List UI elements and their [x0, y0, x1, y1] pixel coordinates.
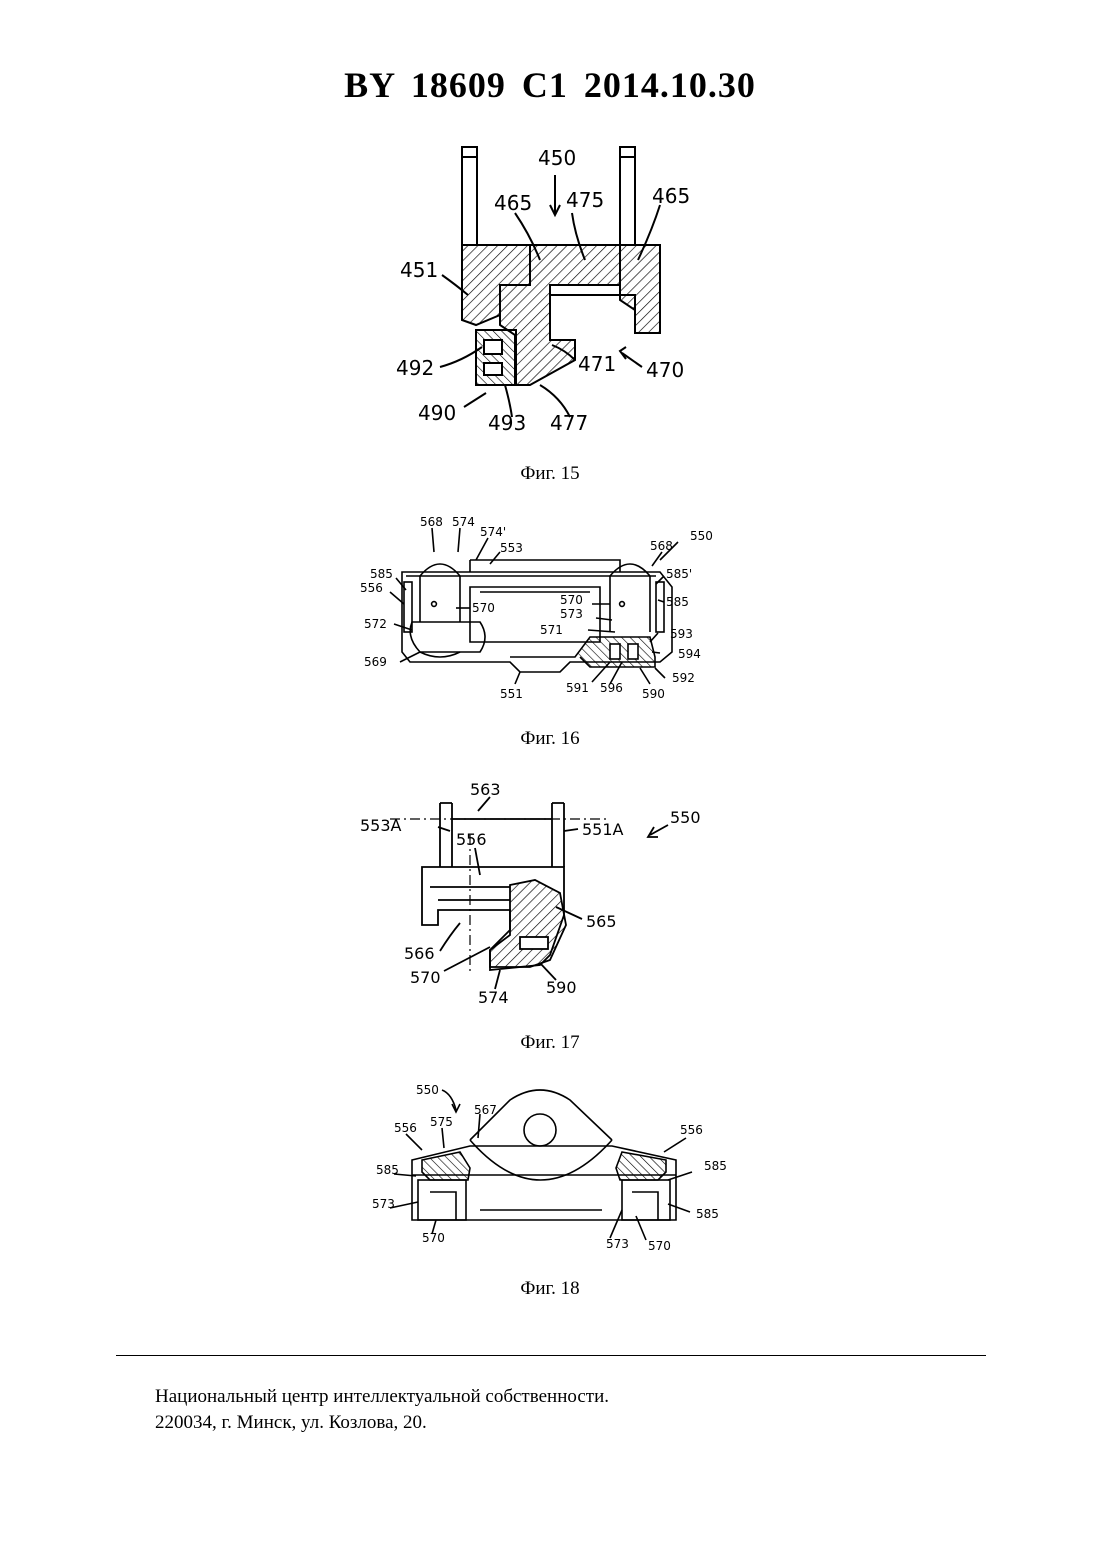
- figure-17-drawing: 563 553A 551A 550 556 565 566 570 574 59…: [360, 775, 740, 1010]
- label-569: 569: [364, 655, 387, 669]
- label-593: 593: [670, 627, 693, 641]
- label-475: 475: [566, 188, 604, 212]
- label-551a: 551A: [582, 820, 624, 839]
- label-573: 573: [560, 607, 583, 621]
- label-596: 596: [600, 681, 623, 695]
- label-553: 553: [500, 541, 523, 555]
- label-492: 492: [396, 356, 434, 380]
- label-590: 590: [642, 687, 665, 701]
- label-585: 585: [704, 1159, 727, 1173]
- figure-15-drawing: 450 465 475 465 451 492 471 470 490 493 …: [390, 135, 710, 435]
- label-594: 594: [678, 647, 701, 661]
- label-585: 585: [696, 1207, 719, 1221]
- label-556: 556: [456, 830, 487, 849]
- footer-divider: [116, 1355, 986, 1356]
- label-471: 471: [578, 352, 616, 376]
- figure-16-caption: Фиг. 16: [0, 728, 1100, 750]
- label-566: 566: [404, 944, 435, 963]
- label-570: 570: [410, 968, 441, 987]
- figure-17: 563 553A 551A 550 556 565 566 570 574 59…: [0, 775, 1100, 1010]
- label-556: 556: [360, 581, 383, 595]
- label-571: 571: [540, 623, 563, 637]
- label-570: 570: [648, 1239, 671, 1253]
- label-470: 470: [646, 358, 684, 382]
- label-570: 570: [422, 1231, 445, 1245]
- label-490: 490: [418, 401, 456, 425]
- figure-17-caption: Фиг. 17: [0, 1032, 1100, 1054]
- label-585: 585: [376, 1163, 399, 1177]
- label-568: 568: [420, 515, 443, 529]
- label-592: 592: [672, 671, 695, 685]
- label-465: 465: [494, 191, 532, 215]
- label-585: 585: [370, 567, 393, 581]
- document-header: BY 18609 C1 2014.10.30: [0, 64, 1100, 106]
- label-573: 573: [606, 1237, 629, 1251]
- figure-18: 550 556 575 567 556 585 585 573 585 570 …: [0, 1080, 1100, 1260]
- label-553a: 553A: [360, 816, 402, 835]
- label-450: 450: [538, 146, 576, 170]
- label-477: 477: [550, 411, 588, 435]
- label-493: 493: [488, 411, 526, 435]
- label-570: 570: [472, 601, 495, 615]
- label-563: 563: [470, 780, 501, 799]
- label-550: 550: [416, 1083, 439, 1097]
- label-574-prime: 574': [480, 525, 506, 539]
- label-556: 556: [680, 1123, 703, 1137]
- label-465: 465: [652, 184, 690, 208]
- figure-16: 568 574 574' 553 568 550 585 556 570 570…: [0, 512, 1100, 707]
- figure-15-caption: Фиг. 15: [0, 463, 1100, 485]
- footer-line-1: Национальный центр интеллектуальной собс…: [155, 1384, 609, 1410]
- figure-18-drawing: 550 556 575 567 556 585 585 573 585 570 …: [360, 1080, 740, 1260]
- label-573: 573: [372, 1197, 395, 1211]
- footer-line-2: 220034, г. Минск, ул. Козлова, 20.: [155, 1410, 609, 1436]
- label-551: 551: [500, 687, 523, 701]
- figure-16-drawing: 568 574 574' 553 568 550 585 556 570 570…: [360, 512, 740, 707]
- label-451: 451: [400, 258, 438, 282]
- label-585: 585: [666, 595, 689, 609]
- label-572: 572: [364, 617, 387, 631]
- label-575: 575: [430, 1115, 453, 1129]
- label-585-prime: 585': [666, 567, 692, 581]
- label-550: 550: [690, 529, 713, 543]
- label-568: 568: [650, 539, 673, 553]
- label-556: 556: [394, 1121, 417, 1135]
- label-574: 574: [478, 988, 509, 1007]
- label-567: 567: [474, 1103, 497, 1117]
- footer: Национальный центр интеллектуальной собс…: [155, 1384, 609, 1436]
- label-565: 565: [586, 912, 617, 931]
- label-550: 550: [670, 808, 701, 827]
- figure-18-caption: Фиг. 18: [0, 1278, 1100, 1300]
- label-590: 590: [546, 978, 577, 997]
- figure-15: 450 465 475 465 451 492 471 470 490 493 …: [0, 135, 1100, 435]
- label-570: 570: [560, 593, 583, 607]
- label-591: 591: [566, 681, 589, 695]
- label-574: 574: [452, 515, 475, 529]
